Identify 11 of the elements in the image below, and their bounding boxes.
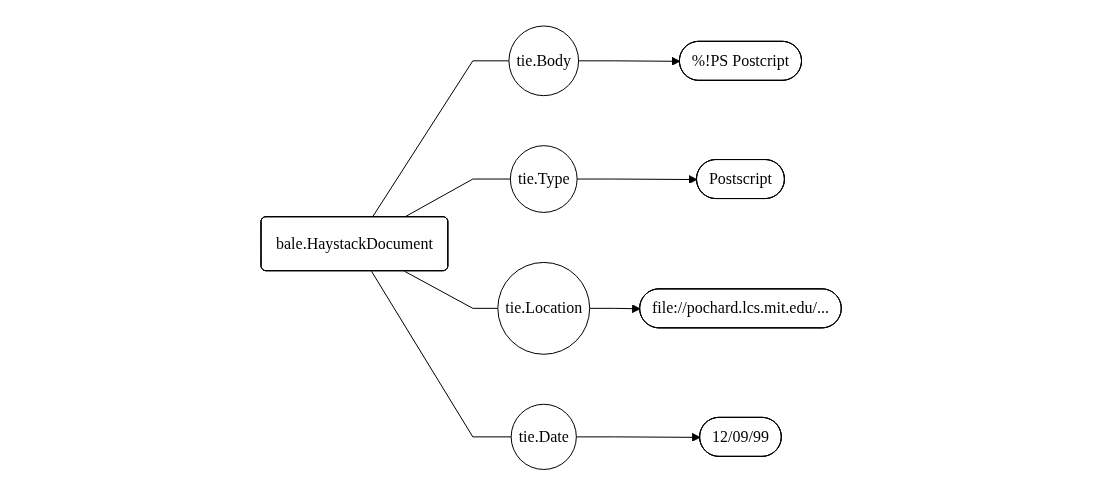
arrow xyxy=(576,175,698,185)
connector xyxy=(371,60,510,218)
node-circle: tie.Location xyxy=(497,262,591,356)
node-circle: tie.Body xyxy=(508,25,579,97)
arrow xyxy=(577,57,681,66)
node-circle: tie.Date xyxy=(510,404,577,471)
node-circle: tie.Type xyxy=(509,145,578,214)
connector xyxy=(403,270,499,310)
arrow xyxy=(589,304,641,314)
connector xyxy=(370,270,512,438)
arrow xyxy=(575,433,701,442)
